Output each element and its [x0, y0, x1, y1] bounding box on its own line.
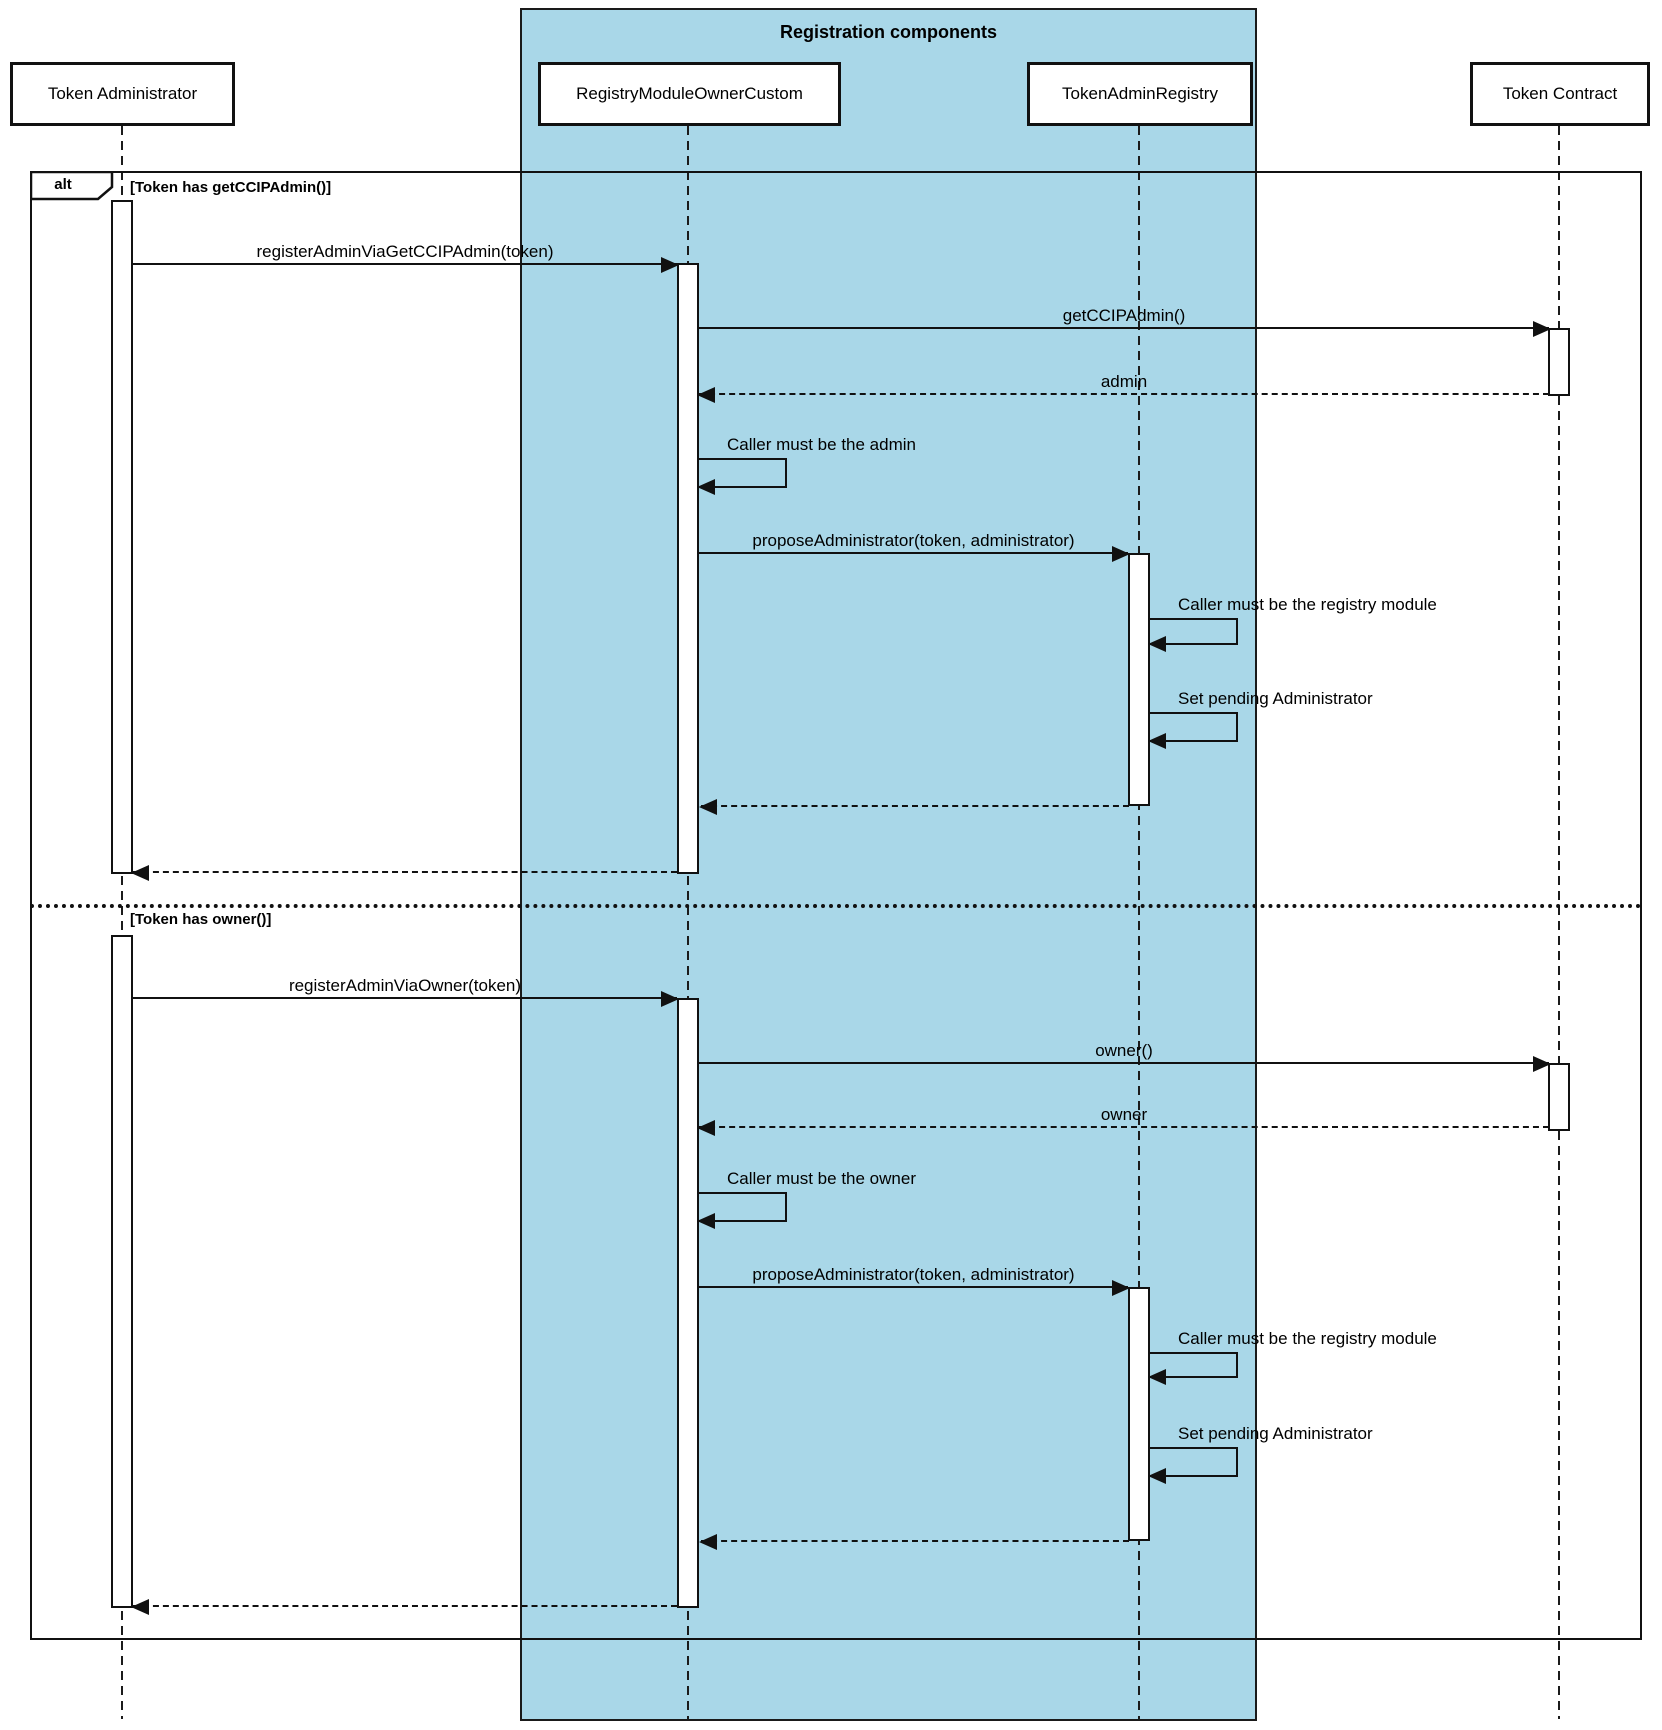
arrowhead-left-icon	[1148, 733, 1166, 749]
message-label: owner	[1100, 1105, 1148, 1124]
arrowhead-left-icon	[1148, 636, 1166, 652]
message-label: Set pending Administrator	[1178, 1424, 1373, 1443]
message-label: Set pending Administrator	[1178, 689, 1373, 708]
activation-token-admin-registry-1	[1128, 553, 1150, 806]
arrowhead-left-icon	[131, 865, 149, 881]
arrowhead-left-icon	[131, 1599, 149, 1615]
self-message-set-pending-administrator-1: Set pending Administrator	[1148, 689, 1373, 749]
message-getccipadmin: getCCIPAdmin()	[699, 306, 1551, 337]
activation-registry-module-1	[677, 263, 699, 874]
activation-token-administrator-1	[111, 200, 133, 874]
activation-token-administrator-2	[111, 935, 133, 1608]
self-message-caller-must-be-registry-module-2: Caller must be the registry module	[1148, 1329, 1437, 1385]
participant-registry-module-owner-custom: RegistryModuleOwnerCustom	[538, 62, 841, 126]
return-to-registry-module-2	[699, 1534, 1129, 1550]
message-label: registerAdminViaOwner(token)	[288, 976, 522, 995]
message-label: Caller must be the admin	[727, 435, 916, 454]
arrowhead-right-icon	[661, 257, 679, 273]
participant-token-administrator: Token Administrator	[10, 62, 235, 126]
activation-token-contract-2	[1548, 1063, 1570, 1131]
arrowhead-left-icon	[697, 1120, 715, 1136]
message-propose-administrator-1: proposeAdministrator(token, administrato…	[699, 531, 1130, 562]
region-title: Registration components	[779, 22, 998, 42]
message-label: admin	[1100, 372, 1148, 391]
lifeline-token-contract	[1558, 126, 1560, 1719]
arrowhead-left-icon	[697, 479, 715, 495]
lifeline-registry-module-owner-custom	[687, 126, 689, 1719]
return-to-token-administrator-1	[131, 865, 677, 881]
arrowhead-right-icon	[1112, 546, 1130, 562]
lifeline-token-administrator	[121, 126, 123, 1719]
arrowhead-left-icon	[699, 1534, 717, 1550]
arrowhead-left-icon	[697, 387, 715, 403]
activation-token-contract-1	[1548, 328, 1570, 396]
arrowhead-right-icon	[1533, 1056, 1551, 1072]
self-message-set-pending-administrator-2: Set pending Administrator	[1148, 1424, 1373, 1484]
activation-token-admin-registry-2	[1128, 1287, 1150, 1541]
return-admin: admin	[697, 372, 1549, 403]
message-label: Caller must be the owner	[727, 1169, 916, 1188]
message-label: Caller must be the registry module	[1178, 1329, 1437, 1348]
self-message-caller-must-be-registry-module-1: Caller must be the registry module	[1148, 595, 1437, 652]
registration-components-region: Registration components	[520, 8, 1257, 1721]
arrowhead-right-icon	[661, 991, 679, 1007]
guard-token-has-getccipadmin: [Token has getCCIPAdmin()]	[130, 179, 332, 196]
message-label: getCCIPAdmin()	[1062, 306, 1186, 325]
arrowhead-right-icon	[1533, 321, 1551, 337]
self-message-caller-must-be-owner: Caller must be the owner	[697, 1169, 916, 1229]
arrowhead-left-icon	[697, 1213, 715, 1229]
alt-operator-label: alt	[54, 176, 72, 193]
message-label: proposeAdministrator(token, administrato…	[752, 531, 1075, 550]
message-label: proposeAdministrator(token, administrato…	[752, 1265, 1075, 1284]
return-owner: owner	[697, 1105, 1549, 1136]
participant-token-admin-registry: TokenAdminRegistry	[1027, 62, 1253, 126]
arrowhead-left-icon	[699, 799, 717, 815]
message-propose-administrator-2: proposeAdministrator(token, administrato…	[699, 1265, 1130, 1296]
message-owner: owner()	[699, 1041, 1551, 1072]
message-label: registerAdminViaGetCCIPAdmin(token)	[256, 242, 554, 261]
lifeline-token-admin-registry	[1138, 126, 1140, 1719]
self-message-caller-must-be-admin: Caller must be the admin	[697, 435, 916, 495]
message-label: Caller must be the registry module	[1178, 595, 1437, 614]
alt-operator-pentagon	[30, 171, 114, 201]
activation-registry-module-2	[677, 998, 699, 1608]
arrowhead-right-icon	[1112, 1280, 1130, 1296]
message-register-admin-via-getccipadmin: registerAdminViaGetCCIPAdmin(token)	[133, 242, 679, 273]
return-to-registry-module-1	[699, 799, 1129, 815]
guard-token-has-owner: [Token has owner()]	[130, 911, 272, 928]
message-label: owner()	[1095, 1041, 1153, 1060]
arrowhead-left-icon	[1148, 1468, 1166, 1484]
alt-section-divider	[30, 904, 1642, 908]
return-to-token-administrator-2	[131, 1599, 677, 1615]
message-register-admin-via-owner: registerAdminViaOwner(token)	[133, 976, 679, 1007]
arrowhead-left-icon	[1148, 1369, 1166, 1385]
participant-token-contract: Token Contract	[1470, 62, 1650, 126]
